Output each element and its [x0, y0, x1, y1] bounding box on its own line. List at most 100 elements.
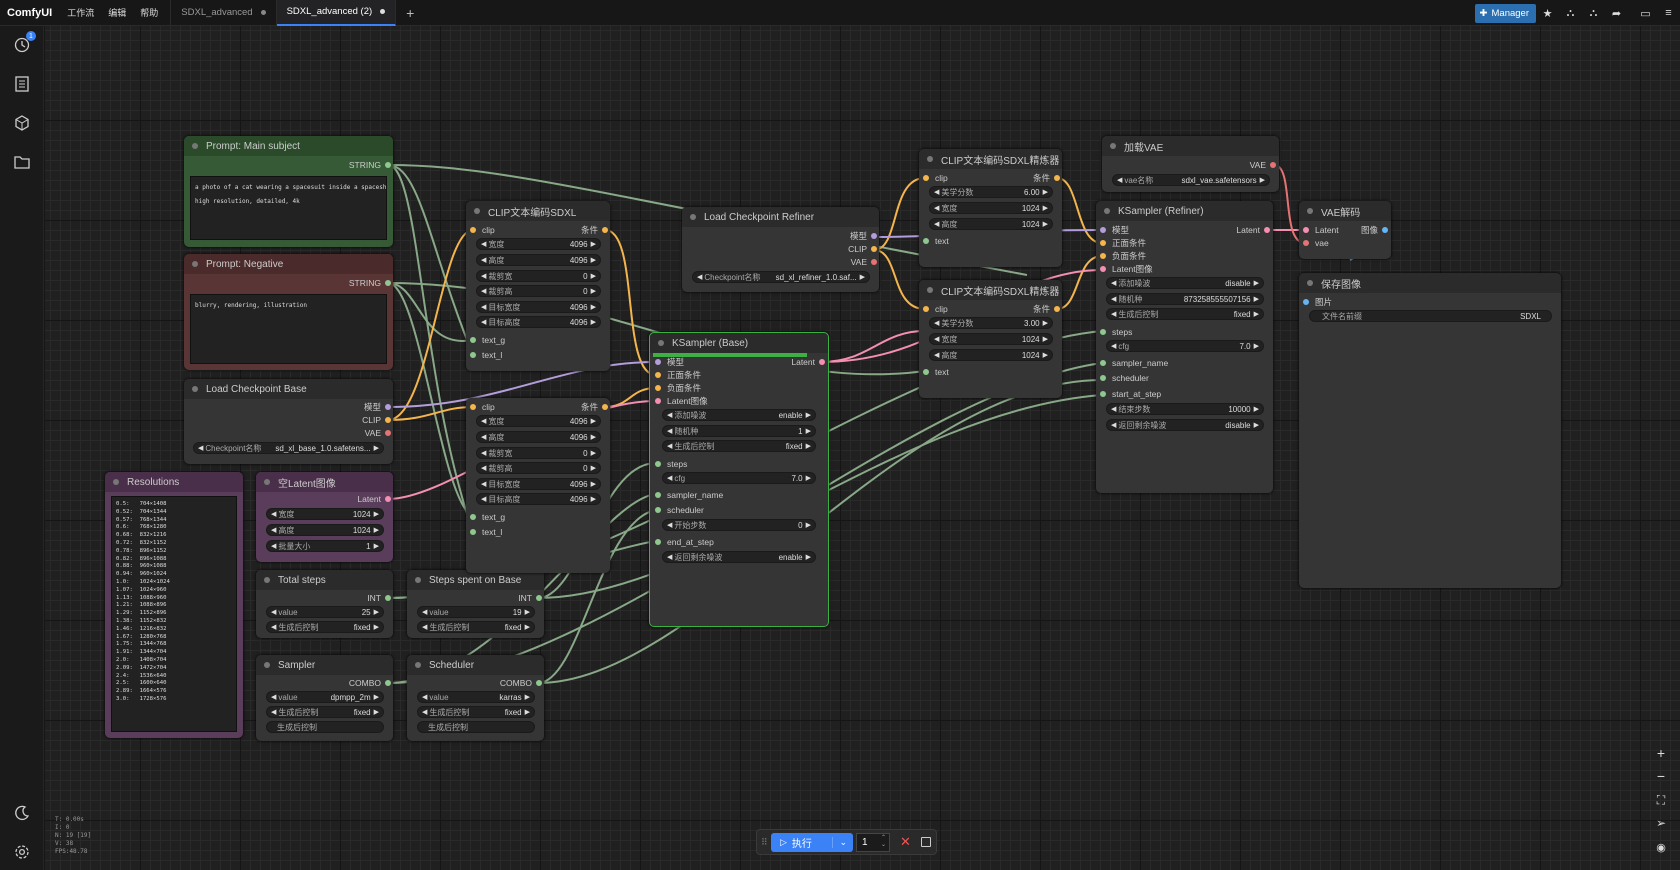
input-text[interactable]: text [923, 234, 949, 248]
input-model[interactable]: 模型 [1100, 223, 1129, 237]
input-pin-icon[interactable] [923, 306, 929, 312]
node-header[interactable]: Resolutions [105, 472, 243, 492]
arrow-left-icon[interactable]: ◀ [697, 274, 703, 281]
input-text-g[interactable]: text_g [470, 510, 505, 524]
arrow-right-icon[interactable]: ▶ [1253, 296, 1259, 303]
output-image[interactable]: 图像 [1361, 223, 1388, 237]
output-pin-icon[interactable] [385, 595, 391, 601]
arrow-right-icon[interactable]: ▶ [1042, 320, 1048, 327]
node-header[interactable]: CLIP文本编码SDXL精炼器 [919, 149, 1062, 169]
output-pin-icon[interactable] [385, 430, 391, 436]
output-clip[interactable]: CLIP [848, 242, 877, 256]
output-pin-icon[interactable] [1382, 227, 1388, 233]
arrow-left-icon[interactable]: ◀ [198, 445, 204, 452]
output-pin-icon[interactable] [536, 680, 542, 686]
input-pin-icon[interactable] [470, 404, 476, 410]
arrow-left-icon[interactable]: ◀ [422, 694, 428, 701]
menu-edit[interactable]: 编辑 [108, 8, 127, 18]
node-header[interactable]: 加载VAE [1102, 136, 1279, 156]
output-pin-icon[interactable] [385, 404, 391, 410]
output-vae[interactable]: VAE [851, 255, 877, 269]
output-clip[interactable]: CLIP [362, 413, 391, 427]
input-text-g[interactable]: text_g [470, 333, 505, 347]
input-clip[interactable]: clip [470, 223, 495, 237]
arrow-left-icon[interactable]: ◀ [481, 273, 487, 280]
output-model[interactable]: 模型 [850, 229, 877, 243]
collapse-dot-icon[interactable] [264, 662, 270, 668]
collapse-dot-icon[interactable] [415, 577, 421, 583]
input-pin-icon[interactable] [1100, 253, 1106, 259]
arrow-right-icon[interactable]: ▶ [1042, 221, 1048, 228]
output-latent[interactable]: Latent [1236, 223, 1270, 237]
arrow-left-icon[interactable]: ◀ [1111, 343, 1117, 350]
arrow-right-icon[interactable]: ▶ [1253, 422, 1259, 429]
node-header[interactable]: Prompt: Main subject [184, 136, 393, 156]
node-header[interactable]: VAE解码 [1299, 201, 1391, 221]
arrow-right-icon[interactable]: ▶ [373, 694, 379, 701]
stepper-icon[interactable]: ⌃⌄ [880, 835, 886, 848]
input-pin-icon[interactable] [923, 238, 929, 244]
input-sampler-name[interactable]: sampler_name [1100, 356, 1168, 370]
input-pin-icon[interactable] [655, 385, 661, 391]
cancel-close-icon[interactable]: ✕ [900, 834, 911, 849]
output-pin-icon[interactable] [602, 404, 608, 410]
output-latent[interactable]: Latent [791, 355, 825, 369]
stop-square-icon[interactable] [920, 837, 931, 847]
input-pin-icon[interactable] [470, 337, 476, 343]
input-pin-icon[interactable] [470, 529, 476, 535]
arrow-right-icon[interactable]: ▶ [1253, 280, 1259, 287]
input-start-at-step[interactable]: start_at_step [1100, 387, 1161, 401]
arrow-right-icon[interactable]: ▶ [373, 445, 379, 452]
arrow-left-icon[interactable]: ◀ [667, 428, 673, 435]
arrow-right-icon[interactable]: ▶ [590, 450, 596, 457]
output-pin-icon[interactable] [536, 595, 542, 601]
arrow-right-icon[interactable]: ▶ [805, 522, 811, 529]
output-pin-icon[interactable] [1270, 162, 1276, 168]
collapse-dot-icon[interactable] [1307, 208, 1313, 214]
arrow-left-icon[interactable]: ◀ [1111, 406, 1117, 413]
node-load-checkpoint-refiner[interactable]: Load Checkpoint Refiner 模型 CLIP VAE ◀Che… [682, 207, 879, 292]
input-text-l[interactable]: text_l [470, 525, 502, 539]
arrow-right-icon[interactable]: ▶ [373, 527, 379, 534]
collapse-dot-icon[interactable] [113, 479, 119, 485]
output-conditioning[interactable]: 条件 [581, 223, 608, 237]
node-header[interactable]: Scheduler [407, 655, 544, 675]
output-string[interactable]: STRING [349, 158, 391, 172]
arrow-left-icon[interactable]: ◀ [667, 412, 673, 419]
arrow-left-icon[interactable]: ◀ [481, 481, 487, 488]
input-pin-icon[interactable] [923, 369, 929, 375]
arrow-left-icon[interactable]: ◀ [481, 304, 487, 311]
arrow-right-icon[interactable]: ▶ [805, 554, 811, 561]
input-pin-icon[interactable] [1303, 227, 1309, 233]
output-pin-icon[interactable] [1054, 306, 1060, 312]
input-pin-icon[interactable] [923, 175, 929, 181]
arrow-left-icon[interactable]: ◀ [481, 288, 487, 295]
output-conditioning[interactable]: 条件 [1033, 302, 1060, 316]
control-filter-input[interactable]: 生成后控制 [266, 721, 384, 733]
arrow-left-icon[interactable]: ◀ [422, 709, 428, 716]
collapse-dot-icon[interactable] [264, 577, 270, 583]
arrow-left-icon[interactable]: ◀ [934, 221, 940, 228]
node-resolutions[interactable]: Resolutions 0.5: 704×1408 0.52: 704×1344… [105, 472, 243, 738]
input-clip[interactable]: clip [923, 171, 948, 185]
node-header[interactable]: CLIP文本编码SDXL精炼器 [919, 280, 1062, 300]
input-negative[interactable]: 负面条件 [655, 381, 701, 395]
arrow-right-icon[interactable]: ▶ [1253, 311, 1259, 318]
arrow-left-icon[interactable]: ◀ [271, 511, 277, 518]
prompt-textarea[interactable]: a photo of a cat wearing a spacesuit ins… [190, 176, 387, 240]
